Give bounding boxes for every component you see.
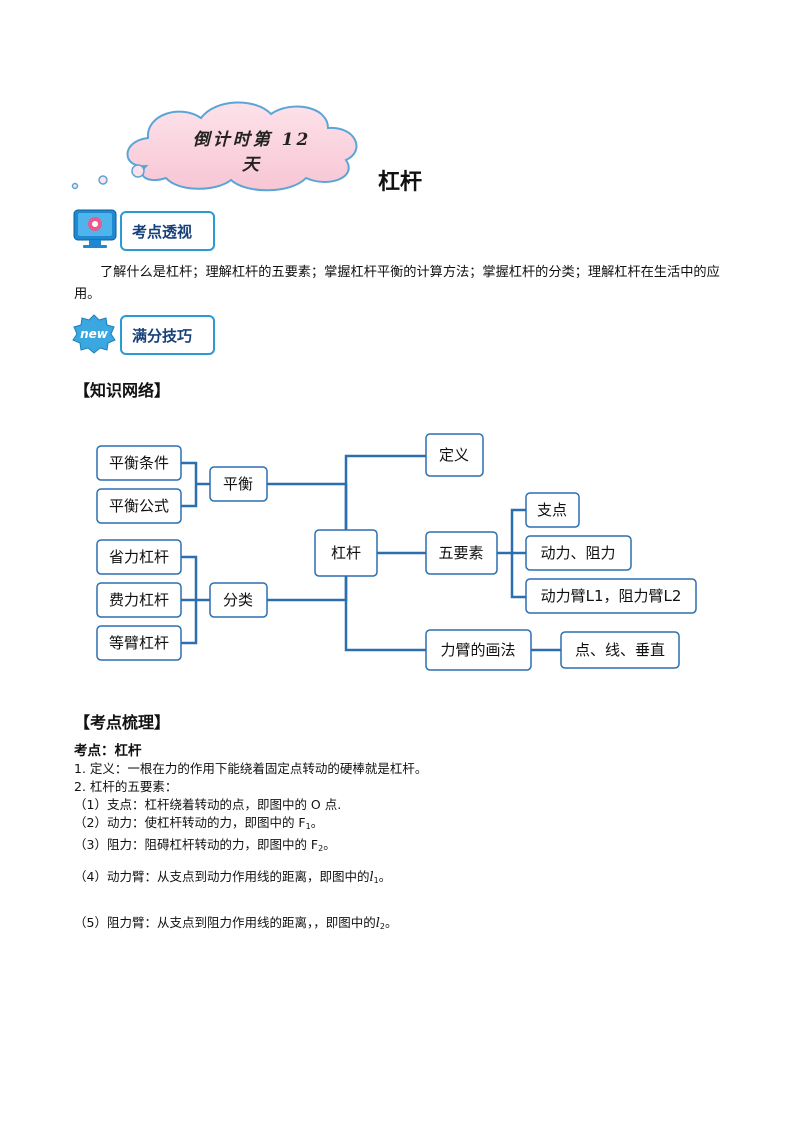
label-force-saving: 省力杠杆: [109, 548, 169, 566]
node-arms: [525, 578, 697, 614]
label-balance-condition: 平衡条件: [109, 454, 169, 472]
section-kaodian-toushi: 考点透视: [120, 211, 215, 251]
knowledge-network-heading: 【知识网络】: [74, 381, 171, 400]
review-line-definition: 1. 定义：一根在力的作用下能绕着固定点转动的硬棒就是杠杆。: [74, 761, 428, 776]
connector-balance-center: [267, 482, 348, 530]
label-definition: 定义: [439, 446, 469, 464]
review-item-effort-arm-text: （4）动力臂：从支点到动力作用线的距离，即图中的: [74, 869, 370, 884]
node-force-saving: [96, 539, 182, 575]
label-arm-drawing: 力臂的画法: [440, 641, 515, 659]
node-balance-condition: [96, 445, 182, 481]
node-point-line-perp: [560, 631, 680, 669]
knowledge-mind-map: 平衡条件 平衡公式 平衡 省力杠杆 费力杠杆 等臂杠杆 分类 杠杆 定义 五要素…: [96, 433, 697, 671]
countdown-label: 倒计时第 12 天: [192, 130, 312, 175]
node-center-lever: [314, 529, 378, 577]
review-topic: 考点：杠杆: [74, 743, 142, 759]
label-fulcrum: 支点: [537, 501, 567, 519]
review-item-effort-arm-sub: 1: [373, 876, 379, 885]
node-definition: [425, 433, 484, 477]
review-item-effort-arm-var: l: [369, 870, 374, 885]
label-arms: 动力臂L1，阻力臂L2: [541, 587, 682, 605]
review-item-effort-text: （2）动力：使杠杆转动的力，即图中的 F: [74, 815, 306, 830]
node-arm-drawing: [425, 629, 532, 671]
section-manfen-jiqiao: 满分技巧: [120, 315, 215, 355]
review-item-effort-end: 。: [310, 815, 324, 830]
node-force-costing: [96, 582, 182, 618]
review-item-load: （3）阻力：阻碍杠杆转动的力，即图中的 F2。: [74, 836, 734, 858]
review-item-effort-arm: （4）动力臂：从支点到动力作用线的距离，即图中的l1。: [74, 868, 734, 890]
review-item-load-arm-text: （5）阻力臂：从支点到阻力作用线的距离，，即图中的: [74, 915, 376, 930]
monitor-gear-icon: [73, 209, 117, 248]
node-balance: [209, 466, 268, 502]
connector-classify-center: [267, 576, 348, 602]
review-line-five-elements: 2. 杠杆的五要素：: [74, 779, 178, 794]
review-heading: 【考点梳理】: [74, 713, 171, 732]
connector-center-definition: [344, 454, 426, 530]
review-item-load-arm-end: 。: [384, 915, 398, 930]
node-effort-load: [525, 535, 632, 571]
node-balance-formula: [96, 488, 182, 524]
label-point-line-perp: 点、线、垂直: [575, 641, 665, 659]
review-item-effort-arm-end: 。: [378, 869, 392, 884]
label-balance: 平衡: [223, 475, 253, 493]
connector-balance-bracket: [181, 461, 198, 508]
node-equal-arm: [96, 625, 182, 661]
review-item-load-end: 。: [323, 837, 336, 852]
intro-paragraph: 了解什么是杠杆；理解杠杆的五要素；掌握杠杆平衡的计算方法；掌握杠杆的分类；理解杠…: [74, 265, 720, 302]
review-item-load-sub: 2: [318, 844, 324, 853]
label-five-elements: 五要素: [438, 544, 483, 562]
review-content: 考点：杠杆 1. 定义：一根在力的作用下能绕着固定点转动的硬棒就是杠杆。 2. …: [74, 742, 734, 936]
label-center-lever: 杠杆: [331, 544, 361, 562]
review-item-effort-sub: 1: [305, 822, 311, 831]
label-equal-arm: 等臂杠杆: [109, 634, 169, 652]
label-balance-formula: 平衡公式: [109, 497, 169, 515]
review-item-effort: （2）动力：使杠杆转动的力，即图中的 F1。: [74, 814, 734, 836]
connector-center-drawing: [344, 576, 426, 652]
label-force-costing: 费力杠杆: [109, 591, 169, 609]
new-badge-text: new: [80, 327, 109, 341]
label-effort-load: 动力、阻力: [540, 544, 615, 562]
node-classify: [209, 582, 268, 618]
review-item-load-arm: （5）阻力臂：从支点到阻力作用线的距离，，即图中的l2。: [74, 914, 734, 936]
review-item-fulcrum: （1）支点：杠杆绕着转动的点，即图中的 O 点.: [74, 797, 342, 812]
new-badge-icon: new: [72, 314, 116, 354]
review-item-load-arm-var: l: [375, 916, 380, 931]
node-five-elements: [425, 531, 498, 575]
page-title: 杠杆: [377, 170, 422, 195]
review-item-load-text: （3）阻力：阻碍杠杆转动的力，即图中的 F: [74, 837, 319, 852]
label-classify: 分类: [223, 591, 253, 609]
node-fulcrum: [525, 492, 580, 528]
review-item-load-arm-sub: 2: [379, 922, 385, 931]
countdown-cloud: [71, 101, 358, 192]
